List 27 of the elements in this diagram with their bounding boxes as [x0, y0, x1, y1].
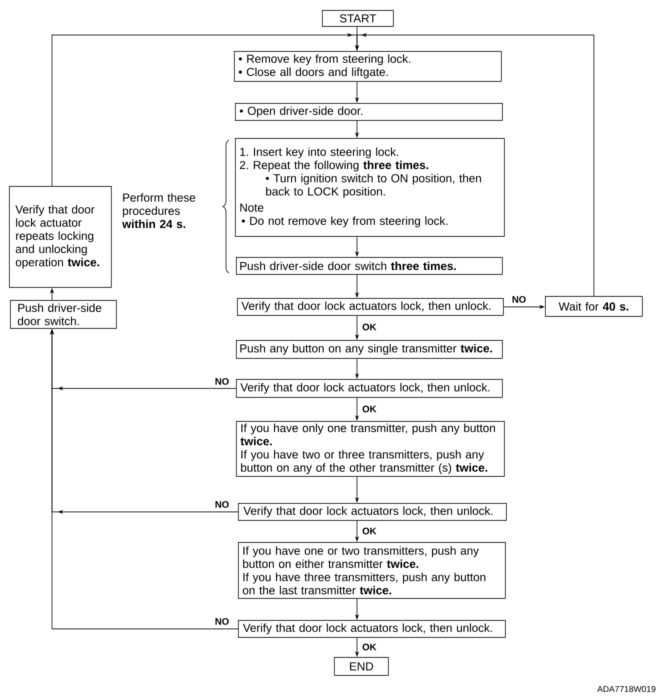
process-box: Verify that door lock actuators lock, then unlock. [238, 620, 506, 638]
process-box: Push driver-side door switch. [10, 300, 117, 329]
arrow [52, 32, 360, 186]
process-box: Push driver-side door switch three times. [236, 257, 503, 275]
edge-label: OK [361, 642, 378, 652]
edge-label: OK [361, 322, 378, 332]
edge-label: OK [361, 404, 378, 414]
note-text: Perform these procedures within 24 s. [122, 193, 196, 228]
edge-label: OK [361, 526, 378, 536]
process-box: Verify that door lock actuators lock, then unlock. [236, 379, 503, 398]
figure-code: ADA7718W019 [597, 686, 656, 692]
process-box: Verify that door lock actuators lock, then unlock. [237, 298, 504, 316]
process-box: If you have only one transmitter, push any button twice. If you have two or three transmitters, push any button on any of the other transmitter (s) twice. [236, 421, 505, 477]
edge-label: NO [214, 500, 230, 509]
process-box: • Open driver-side door. [235, 103, 503, 121]
process-box: 1. Insert key into steering lock. 2. Repeat the following three times. • Turn ignition switch to ON position, then back to LOCK position. Note • Do not remove key from steering lock. [235, 138, 505, 237]
terminal-box: END [334, 657, 389, 676]
terminal-box: START [322, 10, 394, 27]
process-box: Push any button on any single transmitter twice. [236, 340, 503, 359]
process-box: Verify that door lock actuator repeats locking and unlocking operation twice. [9, 186, 112, 288]
edge-label: NO [214, 617, 230, 626]
edge-label: NO [214, 377, 230, 386]
process-box: Wait for 40 s. [545, 296, 643, 317]
process-box: Verify that door lock actuators lock, then unlock. [238, 503, 507, 521]
process-box: If you have one or two transmitters, push any button on either transmitter twice. If you have three transmitters, push any button on the last transmitter twice. [238, 542, 506, 599]
edge-label: NO [510, 295, 528, 304]
process-box: • Remove key from steering lock. • Close all doors and liftgate. [234, 51, 502, 82]
